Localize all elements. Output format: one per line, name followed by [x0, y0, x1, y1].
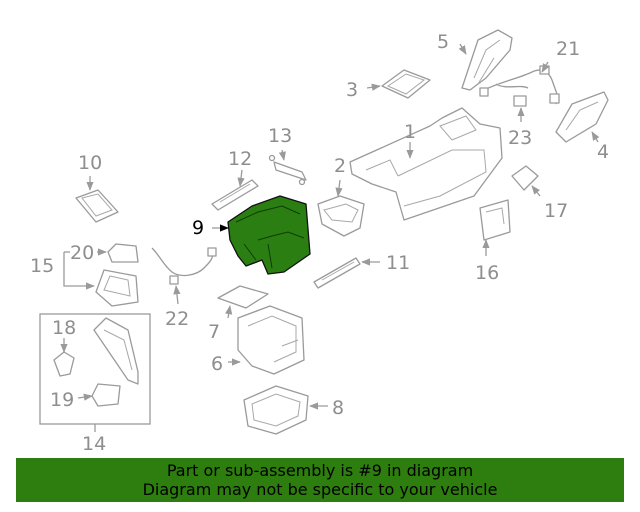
part-15-switch-bezel[interactable]: [95, 269, 139, 307]
callout-7[interactable]: 7: [208, 321, 220, 343]
callout-17[interactable]: 17: [544, 200, 568, 222]
info-banner: Part or sub-assembly is #9 in diagram Di…: [16, 458, 624, 502]
callout-5[interactable]: 5: [437, 31, 449, 53]
callout-2[interactable]: 2: [334, 155, 346, 177]
callout-11[interactable]: 11: [386, 252, 410, 274]
part-18-knob[interactable]: [53, 351, 75, 377]
part-2-bracket[interactable]: [317, 195, 365, 237]
part-9-storage-bin[interactable]: [227, 195, 311, 275]
part-13-bracket[interactable]: [268, 154, 307, 186]
part-12-side-rail[interactable]: [211, 179, 259, 211]
part-23-clip[interactable]: [513, 95, 527, 107]
callout-14[interactable]: 14: [82, 433, 106, 455]
part-11-side-rail[interactable]: [313, 257, 361, 289]
banner-line-1: Part or sub-assembly is #9 in diagram: [166, 461, 474, 480]
callout-6[interactable]: 6: [211, 353, 223, 375]
callout-15[interactable]: 15: [30, 255, 54, 277]
callout-8[interactable]: 8: [332, 397, 344, 419]
callout-19[interactable]: 19: [50, 389, 74, 411]
callout-9[interactable]: 9: [192, 217, 204, 239]
callout-10[interactable]: 10: [78, 152, 102, 174]
part-16-holder[interactable]: [479, 199, 511, 241]
callout-16[interactable]: 16: [475, 262, 499, 284]
callout-labels: 1 2 3 4 5 6 7 8 9 10 11 12 13 14 15 16 1…: [30, 31, 609, 455]
part-10-tray[interactable]: [75, 189, 119, 223]
part-6-lower-housing[interactable]: [237, 305, 305, 375]
banner-line-2: Diagram may not be specific to your vehi…: [142, 480, 498, 499]
part-22-harness[interactable]: [151, 247, 217, 285]
part-20-button-module[interactable]: [107, 243, 139, 263]
part-7-mat[interactable]: [217, 285, 269, 309]
part-17-socket[interactable]: [511, 165, 539, 191]
part-4-side-trim[interactable]: [555, 91, 609, 143]
part-5-trim-panel[interactable]: [461, 29, 513, 91]
callout-12[interactable]: 12: [228, 148, 252, 170]
callout-22[interactable]: 22: [165, 308, 189, 330]
callout-20[interactable]: 20: [70, 242, 94, 264]
part-8-base-bracket[interactable]: [243, 385, 309, 435]
callout-21[interactable]: 21: [556, 38, 580, 60]
callout-18[interactable]: 18: [52, 317, 76, 339]
part-19-switch[interactable]: [91, 383, 121, 407]
leader-lines: [60, 43, 600, 432]
callout-4[interactable]: 4: [597, 141, 609, 163]
part-1-console-base[interactable]: [349, 107, 503, 221]
part-3-pad[interactable]: [381, 69, 431, 99]
callout-3[interactable]: 3: [346, 79, 358, 101]
callout-23[interactable]: 23: [508, 127, 532, 149]
callout-1[interactable]: 1: [404, 121, 416, 143]
callout-13[interactable]: 13: [268, 125, 292, 147]
